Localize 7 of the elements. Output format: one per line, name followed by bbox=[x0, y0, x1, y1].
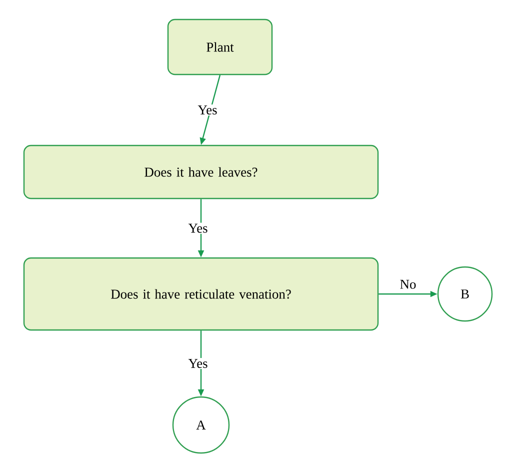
edge-label: No bbox=[400, 280, 416, 289]
edge-label: Yes bbox=[188, 359, 208, 368]
process-box: Does it have reticulate venation? bbox=[23, 257, 379, 331]
process-box: Does it have leaves? bbox=[23, 144, 379, 200]
edge-label: Yes bbox=[188, 224, 208, 233]
process-box: Plant bbox=[167, 18, 273, 76]
edge-label: Yes bbox=[198, 106, 217, 114]
